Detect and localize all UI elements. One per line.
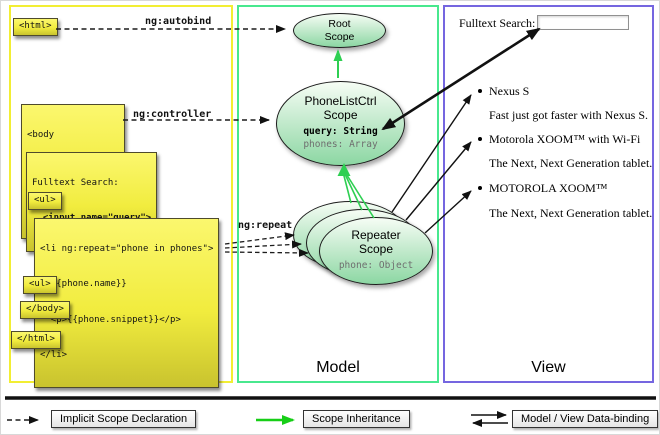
model-column: Model xyxy=(237,5,439,383)
root-scope-ellipse: Root Scope xyxy=(293,13,386,48)
bullet-icon xyxy=(478,137,482,141)
repeater-scope-ellipse-front: Repeater Scope phone: Object xyxy=(319,217,433,285)
view-search-label: Fulltext Search: xyxy=(459,16,536,30)
label-ng-repeat: ng:repeat xyxy=(238,220,293,231)
code-ul-open: <ul> xyxy=(28,192,62,210)
legend-scope-inheritance: Scope Inheritance xyxy=(303,410,410,428)
view-item-title: Nexus S xyxy=(489,84,530,98)
query-property: query: String xyxy=(303,126,378,138)
model-column-title: Model xyxy=(316,359,360,376)
view-item-snippet: The Next, Next Generation tablet. xyxy=(489,206,653,220)
phones-property: phones: Array xyxy=(303,139,378,151)
view-item-snippet: Fast just got faster with Nexus S. xyxy=(489,108,648,122)
view-item-snippet: The Next, Next Generation tablet. xyxy=(489,156,653,170)
code-html-open: <html> xyxy=(13,18,58,36)
view-item-title: Motorola XOOM™ with Wi-Fi xyxy=(489,132,641,146)
view-column-title: View xyxy=(531,359,566,376)
code-ul-open-2: <ul> xyxy=(23,276,57,294)
view-item-title: MOTOROLA XOOM™ xyxy=(489,181,608,195)
bullet-icon xyxy=(478,89,482,93)
label-ng-autobind: ng:autobind xyxy=(145,16,212,27)
view-search-input[interactable] xyxy=(537,15,629,30)
phonelistctrl-scope-ellipse: PhoneListCtrl Scope query: String phones… xyxy=(276,81,405,166)
code-html-close: </html> xyxy=(11,331,61,349)
bullet-icon xyxy=(478,186,482,190)
label-ng-controller: ng:controller xyxy=(133,109,212,120)
code-body-close: </body> xyxy=(20,301,70,319)
phone-property: phone: Object xyxy=(338,259,414,271)
legend-implicit-scope-declaration: Implicit Scope Declaration xyxy=(51,410,197,428)
legend-model-view-data-binding: Model / View Data-binding xyxy=(512,410,659,428)
